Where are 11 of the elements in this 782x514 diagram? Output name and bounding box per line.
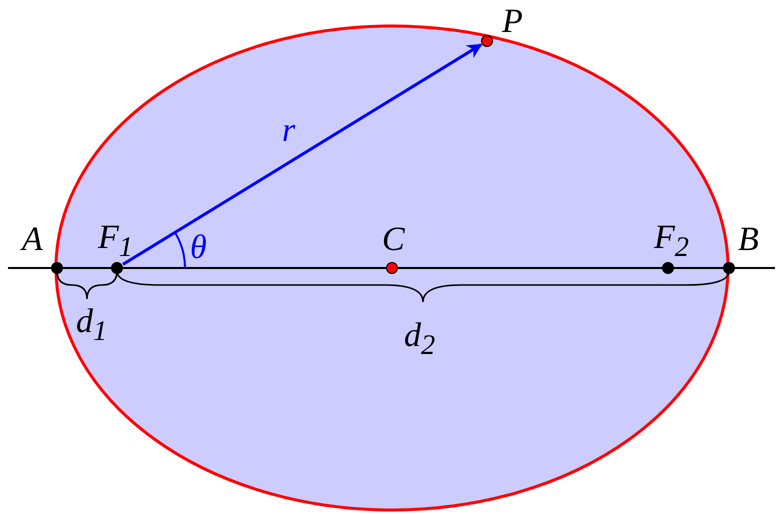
point-label: C	[382, 222, 405, 258]
distance-label: d$_{1}$	[76, 304, 108, 349]
arrow	[122, 43, 482, 266]
point-label: F$_{1}$	[98, 220, 133, 265]
point-label: A	[22, 222, 43, 258]
point-label: F$_{2}$	[654, 220, 689, 265]
edge-label: r	[282, 112, 296, 148]
point-label: P	[502, 4, 523, 40]
point-label: B	[738, 222, 759, 258]
distance-label: d$_{2}$	[404, 318, 436, 363]
angle-label: θ	[190, 230, 207, 266]
